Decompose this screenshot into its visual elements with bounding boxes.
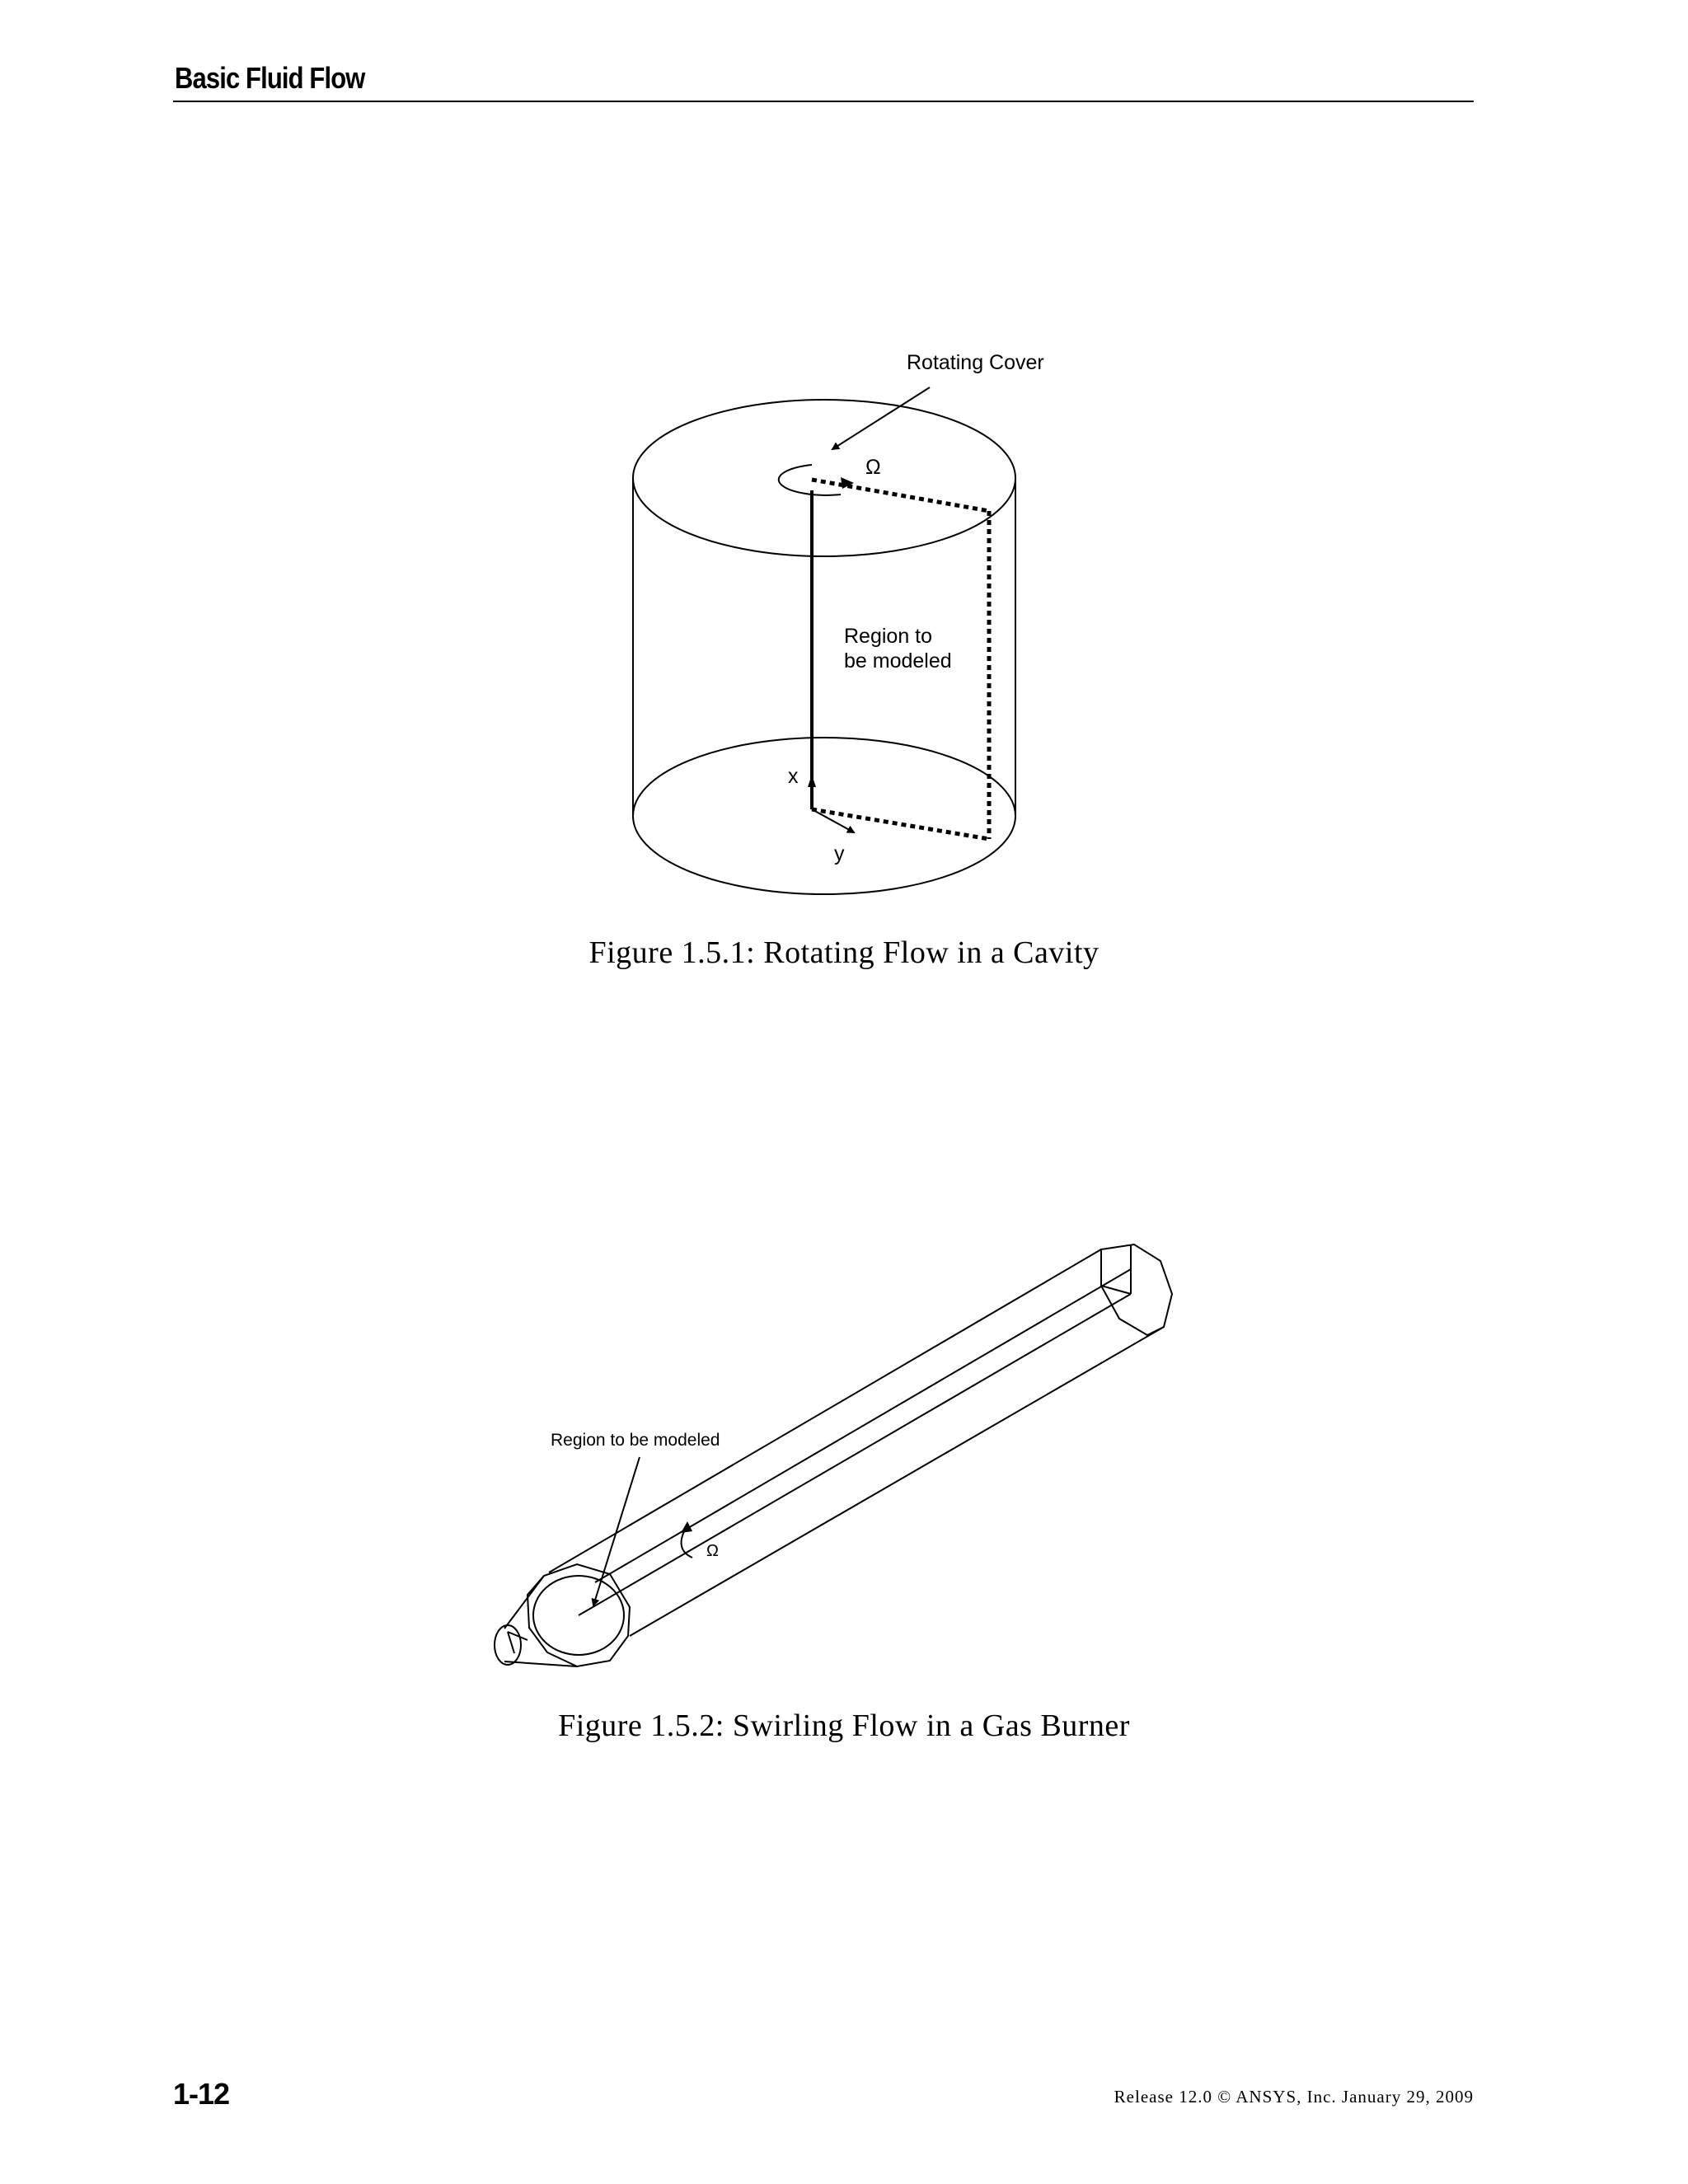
release-footer: Release 12.0 © ANSYS, Inc. January 29, 2… [1114, 2087, 1474, 2107]
figure2-caption: Figure 1.5.2: Swirling Flow in a Gas Bur… [558, 1708, 1130, 1743]
tube-edge-inner [578, 1293, 1132, 1616]
label-region-line1: Region to [844, 625, 932, 648]
nozzle-wedge-2 [507, 1631, 515, 1654]
header-rule [173, 101, 1474, 102]
burner-inner-ring [532, 1575, 625, 1656]
running-header: Basic Fluid Flow [175, 61, 365, 95]
cylinder-bottom-ellipse [632, 737, 1016, 895]
figure1-caption: Figure 1.5.1: Rotating Flow in a Cavity [588, 935, 1100, 970]
rotation-arc [777, 464, 842, 496]
burner-far-end-cap [1100, 1243, 1174, 1337]
label-region-modeled: Region to be modeled [551, 1431, 720, 1450]
tube-edge-top [548, 1249, 1102, 1573]
y-axis-arrow [811, 808, 856, 833]
nozzle-inlet-ellipse [494, 1624, 522, 1666]
region-leader-arrow [591, 1456, 640, 1607]
page-number: 1-12 [173, 2077, 230, 2111]
far-end-inner-radius2 [1100, 1285, 1132, 1295]
label-y: y [834, 842, 845, 865]
cover-leader-arrow [831, 387, 931, 451]
swirl-arrowhead [681, 1521, 692, 1533]
region-top-edge [811, 477, 990, 513]
nozzle-wedge-1 [507, 1631, 528, 1641]
swirl-arc [680, 1527, 693, 1558]
nozzle-edge-bottom [504, 1661, 578, 1667]
nozzle-edge-top [504, 1575, 545, 1629]
tube-edge-bottom [629, 1326, 1165, 1637]
label-region-line2: be modeled [844, 649, 952, 673]
burner-near-end-cap [526, 1563, 631, 1668]
top-rotation-arrowhead [841, 477, 854, 489]
label-x: x [788, 765, 799, 788]
tube-edge-mid [594, 1268, 1132, 1583]
region-bottom-edge [811, 807, 990, 841]
figure-rotating-cavity: Rotating Cover Ω Region to be modeled x … [632, 351, 1044, 895]
label-rotating-cover: Rotating Cover [907, 351, 1044, 374]
cylinder-top-ellipse [632, 399, 1016, 557]
x-axis-arrowhead [808, 775, 816, 787]
label-omega-top: Ω [865, 456, 881, 479]
label-omega-burner: Ω [706, 1542, 719, 1560]
